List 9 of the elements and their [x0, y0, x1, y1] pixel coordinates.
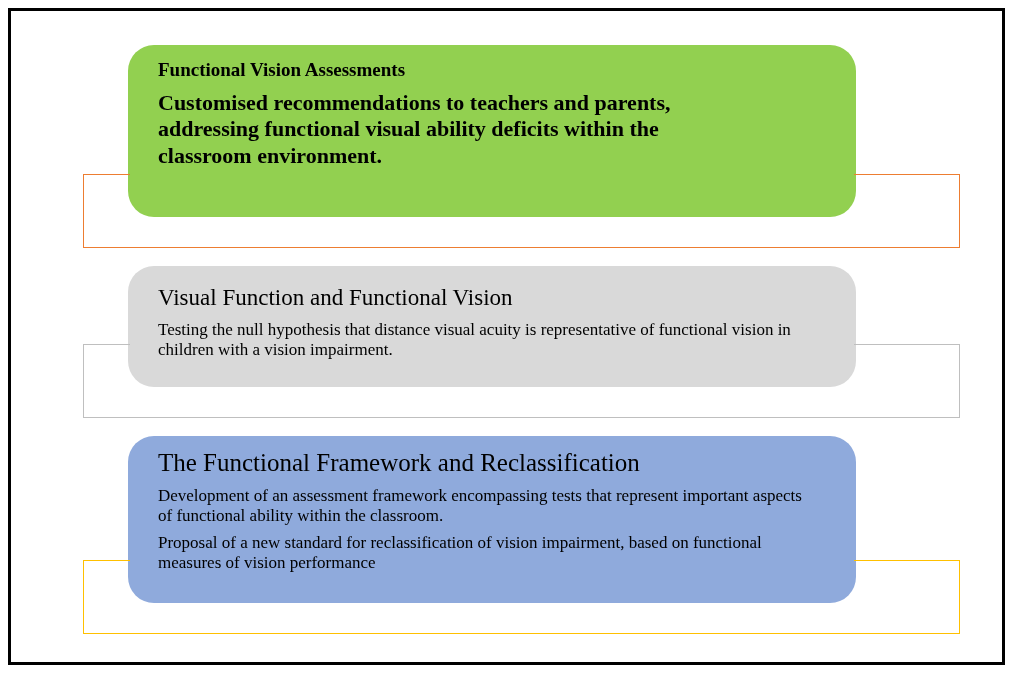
box-text: Testing the null hypothesis that distance visual acuity is representative of functional vision in children with a vision impairment. — [158, 319, 792, 361]
band-outline — [83, 344, 960, 418]
box-text: Customised recommendations to teachers and parents, addressing functional visual ability deficits within the classroom environment. — [158, 89, 672, 169]
box-heading: Functional Vision Assessments — [158, 59, 407, 82]
box-text: Development of an assessment framework encompassing tests that represent important aspects of functional ability within the classroom. — [158, 486, 803, 527]
box-heading: Visual Function and Functional Vision — [158, 284, 514, 312]
band-outline — [83, 174, 960, 248]
box-heading: The Functional Framework and Reclassification — [158, 448, 641, 478]
box-text: Proposal of a new standard for reclassification of vision impairment, based on functional measures of vision performance — [158, 532, 763, 574]
